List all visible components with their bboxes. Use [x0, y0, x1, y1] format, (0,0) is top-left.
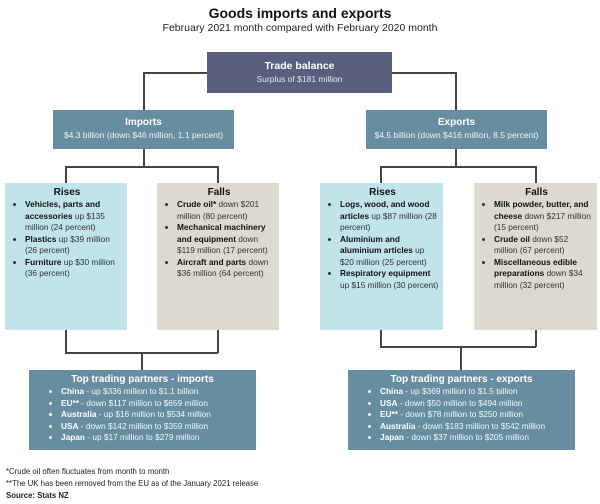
diagram-title: Goods imports and exports	[208, 5, 392, 21]
list-item: Australia - down $183 million to $542 mi…	[380, 421, 575, 433]
exports-partners-heading: Top trading partners - exports	[390, 374, 533, 385]
connector-imports-rises-bottom	[65, 330, 67, 353]
list-item: Miscellaneous edible preparations down $…	[494, 257, 593, 292]
footnote-crude-oil: *Crude oil often fluctuates from month t…	[6, 467, 170, 476]
connector-exports-partners	[460, 346, 462, 370]
connector-exports-rises-bottom	[380, 330, 382, 347]
connector-exports-falls	[535, 166, 537, 183]
diagram-subtitle: February 2021 month compared with Februa…	[162, 22, 438, 34]
imports-falls-list: Crude oil* down $201 million (80 percent…	[163, 199, 275, 280]
exports-rises-list: Logs, wood, and wood articles up $87 mil…	[326, 199, 439, 291]
list-item: Crude oil down $52 million (67 percent)	[494, 234, 593, 257]
list-item: Mechanical machinery and equipment down …	[177, 222, 275, 257]
exports-heading: Exports	[437, 117, 476, 128]
imports-partners-list: China - up $336 million to $1.1 billion …	[29, 386, 256, 444]
connector-to-imports	[143, 72, 145, 110]
source-label: Source: Stats NZ	[6, 491, 69, 500]
imports-partners-heading: Top trading partners - imports	[71, 374, 214, 385]
list-item: Vehicles, parts and accessories up $135 …	[25, 199, 123, 234]
list-item: Milk powder, butter, and cheese down $21…	[494, 199, 593, 234]
list-item: Aluminium and aluminium articles up $20 …	[340, 234, 439, 269]
exports-falls-heading: Falls	[525, 187, 548, 198]
list-item: Plastics up $39 million (26 percent)	[25, 234, 123, 257]
list-item: Japan - down $37 million to $205 million	[380, 432, 575, 444]
exports-rises-panel: Rises Logs, wood, and wood articles up $…	[320, 183, 443, 330]
connector-exports-falls-bottom	[535, 330, 537, 347]
imports-falls-heading: Falls	[207, 187, 231, 198]
imports-rises-panel: Rises Vehicles, parts and accessories up…	[5, 183, 127, 330]
imports-value: $4.3 billion (down $46 million, 1.1 perc…	[63, 130, 224, 140]
trade-balance-value: Surplus of $181 million	[256, 74, 343, 84]
connector-imports-partners	[141, 352, 143, 370]
exports-box: Exports $4.5 billion (down $416 million,…	[366, 110, 547, 149]
imports-falls-panel: Falls Crude oil* down $201 million (80 p…	[157, 183, 279, 330]
list-item: Japan - up $17 million to $279 million	[61, 432, 256, 444]
connector-exports-rises	[380, 166, 382, 183]
list-item: Crude oil* down $201 million (80 percent…	[177, 199, 275, 222]
list-item: Australia - up $16 million to $534 milli…	[61, 409, 256, 421]
connector-imports-rises	[65, 166, 67, 183]
exports-value: $4.5 billion (down $416 million, 8.5 per…	[374, 130, 539, 140]
connector-imports-down	[143, 149, 145, 166]
connector-imports-split	[65, 166, 218, 168]
list-item: China - up $369 million to $1.5 billion	[380, 386, 575, 398]
list-item: EU** - down $117 million to $659 million	[61, 398, 256, 410]
list-item: Logs, wood, and wood articles up $87 mil…	[340, 199, 439, 234]
exports-falls-list: Milk powder, butter, and cheese down $21…	[480, 199, 593, 291]
list-item: Furniture up $30 million (36 percent)	[25, 257, 123, 280]
exports-partners-box: Top trading partners - exports China - u…	[348, 370, 575, 450]
imports-box: Imports $4.3 billion (down $46 million, …	[53, 110, 234, 149]
list-item: EU** - down $78 million to $250 million	[380, 409, 575, 421]
imports-rises-heading: Rises	[53, 187, 81, 198]
imports-heading: Imports	[125, 117, 162, 128]
footnote-eu: **The UK has been removed from the EU as…	[6, 479, 259, 488]
list-item: Aircraft and parts down $36 million (64 …	[177, 257, 275, 280]
list-item: China - up $336 million to $1.1 billion	[61, 386, 256, 398]
trade-balance-heading: Trade balance	[264, 60, 335, 72]
exports-rises-heading: Rises	[369, 187, 396, 198]
connector-exports-down	[455, 149, 457, 166]
connector-imports-falls	[217, 166, 219, 183]
connector-exports-split	[380, 166, 536, 168]
trade-balance-box: Trade balance Surplus of $181 million	[207, 52, 392, 93]
list-item: USA - down $142 million to $359 million	[61, 421, 256, 433]
exports-partners-list: China - up $369 million to $1.5 billion …	[348, 386, 575, 444]
connector-imports-falls-bottom	[217, 330, 219, 353]
list-item: USA - down $50 million to $494 million	[380, 398, 575, 410]
connector-to-exports	[455, 72, 457, 110]
connector-exports-join	[380, 346, 536, 348]
imports-partners-box: Top trading partners - imports China - u…	[29, 370, 256, 450]
list-item: Respiratory equipment up $15 million (30…	[340, 268, 439, 291]
imports-rises-list: Vehicles, parts and accessories up $135 …	[11, 199, 123, 280]
exports-falls-panel: Falls Milk powder, butter, and cheese do…	[474, 183, 597, 330]
